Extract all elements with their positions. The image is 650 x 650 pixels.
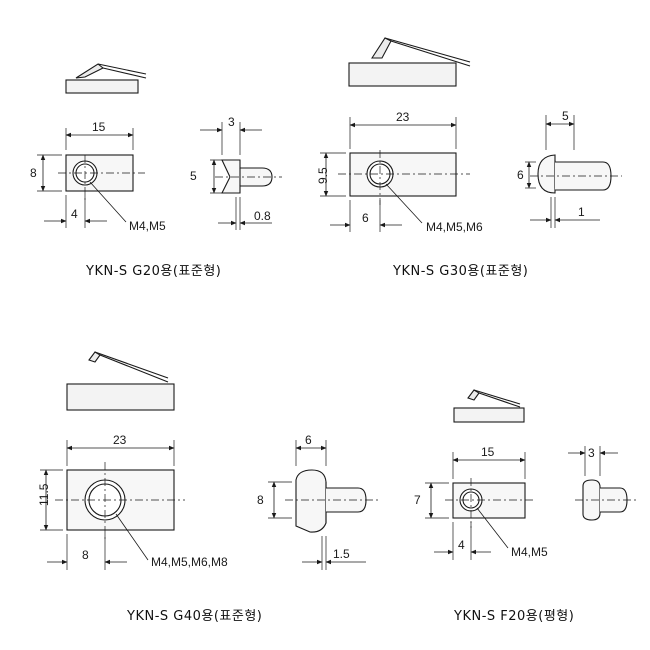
g40-dimension-labels: 23 11.5 8 M4,M5,M6,M8 6 8 1.5	[37, 433, 350, 569]
g20-side-gap-label: 0.8	[254, 209, 271, 223]
f20-front-view	[425, 452, 535, 560]
g30-caption: YKN-S G30용(표준형)	[393, 264, 529, 279]
g40-thread-label: M4,M5,M6,M8	[151, 555, 228, 569]
g40-width-label: 23	[113, 433, 127, 447]
g30-dimension-labels: 23 9.5 6 M4,M5,M6 5 6 1	[316, 109, 585, 234]
g30-height-label: 9.5	[316, 167, 330, 184]
f20-thread-label: M4,M5	[511, 545, 548, 559]
f20-width-label: 15	[481, 445, 495, 459]
g20-top-view	[65, 63, 147, 94]
f20-caption: YKN-S F20용(평형)	[454, 609, 575, 624]
f20-height-label: 7	[414, 493, 421, 507]
g20-side-view	[200, 122, 282, 230]
g30-side-height-label: 6	[517, 168, 524, 182]
g40-caption: YKN-S G40용(표준형)	[127, 609, 263, 624]
g40-side-width-label: 6	[305, 433, 312, 447]
g40-side-gap-label: 1.5	[333, 547, 350, 561]
g40-drawing	[40, 351, 378, 570]
g20-side-width-label: 3	[228, 115, 235, 129]
f20-side-view	[568, 446, 636, 521]
f20-offset-label: 4	[458, 538, 465, 552]
g20-side-height-label: 5	[190, 169, 197, 183]
g40-side-view	[268, 440, 378, 570]
g30-side-view	[525, 115, 622, 228]
f20-side-width-label: 3	[588, 446, 595, 460]
g20-height-label: 8	[30, 166, 37, 180]
g40-top-view	[66, 351, 175, 411]
g20-drawing	[37, 63, 282, 230]
g30-thread-label: M4,M5,M6	[426, 220, 483, 234]
g30-side-gap-label: 1	[578, 205, 585, 219]
g30-drawing	[320, 37, 622, 232]
g40-side-height-label: 8	[257, 493, 264, 507]
f20-dimension-labels: 15 7 4 M4,M5 3	[414, 445, 595, 559]
g30-width-label: 23	[396, 110, 410, 124]
g20-width-label: 15	[92, 120, 106, 134]
g20-offset-label: 4	[71, 207, 78, 221]
g30-side-width-label: 5	[562, 109, 569, 123]
g20-thread-label: M4,M5	[129, 219, 166, 233]
g20-caption: YKN-S G20용(표준형)	[86, 264, 222, 279]
f20-drawing	[425, 389, 636, 560]
g30-top-view	[348, 37, 471, 87]
g30-front-view	[320, 117, 470, 232]
g20-front-view	[37, 128, 145, 228]
g30-offset-label: 6	[362, 211, 369, 225]
g40-front-view	[40, 440, 185, 570]
g40-offset-label: 8	[82, 548, 89, 562]
g20-dimension-labels: 15 8 4 M4,M5 3 5 0.8	[30, 115, 271, 233]
g40-height-label: 11.5	[37, 483, 51, 506]
f20-top-view	[453, 389, 525, 423]
